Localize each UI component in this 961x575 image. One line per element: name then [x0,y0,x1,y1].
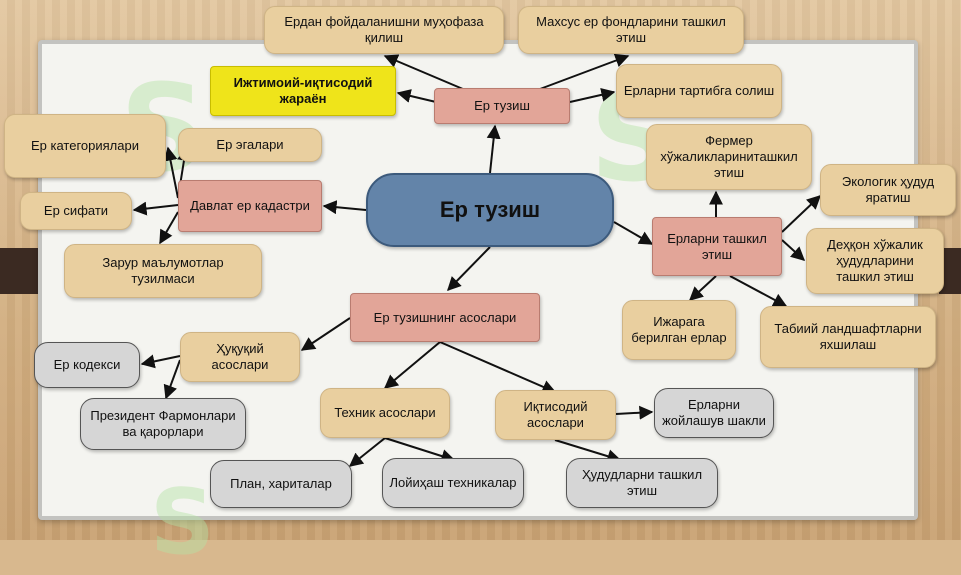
node-er-tuzish-small: Ер тузиш [434,88,570,124]
node-natural-landscapes: Табиий ландшафтларни яхшилаш [760,306,936,368]
link-technical-to-plans [348,437,386,467]
node-technical-basics: Техник асослари [320,388,450,438]
node-land-owners: Ер эгалари [178,128,322,162]
link-center-to-basics [447,246,491,292]
left-dark-bar [0,248,40,294]
node-land-categories: Ер категориялари [4,114,166,178]
node-label: Ерларни жойлашув шакли [662,397,766,428]
node-land-organization: Ерларни ташкил этиш [652,217,782,276]
link-basics-to-legal [300,317,351,351]
link-organize-to-ecological [781,195,822,233]
link-cadastre-to-quality [132,201,179,216]
node-label: Ер тузиш [474,98,530,113]
link-economic-to-territories [554,439,622,463]
node-land-ordering: Ерларни тартибга солиш [616,64,782,118]
node-label: Иқтисодий асослари [523,399,588,430]
node-label: Ижтимоий-иқтисодий жараён [233,75,373,106]
node-label: Лойиҳаш техникалар [389,475,517,490]
node-label: Деҳқон хўжалик ҳудудларини ташкил этиш [827,237,923,284]
link-cadastre-to-datastruct [159,211,179,245]
node-label: Махсус ер фондларини ташкил этиш [536,14,726,45]
node-dehqon-farms: Деҳқон хўжалик ҳудудларини ташкил этиш [806,228,944,294]
node-label: Ер кодекси [53,357,121,372]
link-technical-to-projects [384,437,456,463]
node-ecological-zone: Экологик ҳудуд яратиш [820,164,956,216]
link-center-to-cadastre [322,200,367,215]
node-label: Ҳудудларни ташкил этиш [581,467,703,498]
link-center-to-ertuzish [486,124,501,174]
node-design-techniques: Лойиҳаш техникалар [382,458,524,508]
node-territory-organization: Ҳудудларни ташкил этиш [566,458,718,508]
node-label: Давлат ер кадастри [190,198,310,213]
link-ertuzish-to-order [569,87,616,103]
node-special-land-funds: Махсус ер фондларини ташкил этиш [518,6,744,54]
node-label: Ерларни тартибга солиш [623,83,775,98]
node-rented-lands: Ижарага берилган ерлар [622,300,736,360]
link-ertuzish-to-topright [531,53,630,93]
link-center-to-organize [613,221,654,245]
node-data-structure: Зарур маълумотлар тузилмаси [64,244,262,298]
link-basics-to-economic [439,341,557,394]
node-label: Ердан фойдаланишни муҳофаза қилиш [284,14,484,45]
node-label: Фермер хўжаликлариниташкил этиш [660,133,798,180]
node-legal-basics: Ҳуқуқий асослари [180,332,300,382]
link-ertuzish-to-social [396,89,437,103]
node-label: Ҳуқуқий асослари [211,341,269,372]
node-label: Ер категориялари [31,138,139,153]
link-economic-to-placement [615,405,654,420]
link-legal-to-decrees [163,359,181,400]
node-label: Экологик ҳудуд яратиш [841,174,935,205]
node-label: Ижарага берилган ерлар [631,314,727,345]
node-label: Президент Фармонлари ва қарорлари [90,408,236,439]
node-land-use-protection: Ердан фойдаланишни муҳофаза қилиш [264,6,504,54]
link-basics-to-technical [383,341,441,389]
node-center-er-tuzish: Ер тузиш [366,173,614,247]
node-land-quality: Ер сифати [20,192,132,230]
node-label: Ер сифати [43,203,109,218]
node-label: Ер тузишнинг асослари [373,309,517,325]
node-label: Табиий ландшафтларни яхшилаш [774,321,922,352]
node-basics: Ер тузишнинг асослари [350,293,540,342]
link-legal-to-code [140,354,181,369]
link-ertuzish-to-topleft [383,54,471,93]
node-farmers: Фермер хўжаликлариниташкил этиш [646,124,812,190]
right-dark-bar [939,248,961,294]
link-organize-to-dehqon [781,239,806,261]
node-label: Техник асослари [334,405,436,420]
link-organize-to-landscape [729,275,788,307]
node-economic-basics: Иқтисодий асослари [495,390,616,440]
node-label: Ер эгалари [216,137,284,152]
node-label: План, хариталар [230,476,332,491]
center-label: Ер тузиш [439,197,541,222]
node-president-decrees: Президент Фармонлари ва қарорлари [80,398,246,450]
node-label: Зарур маълумотлар тузилмаси [102,255,224,286]
link-cadastre-to-categories [163,146,179,199]
node-state-cadastre: Давлат ер кадастри [178,180,322,232]
node-land-code: Ер кодекси [34,342,140,388]
node-plans-maps: План, хариталар [210,460,352,508]
node-socio-economic-process: Ижтимоий-иқтисодий жараён [210,66,396,116]
node-label: Ерларни ташкил этиш [667,230,767,262]
node-land-placement: Ерларни жойлашув шакли [654,388,774,438]
link-organize-to-rented [688,275,717,301]
